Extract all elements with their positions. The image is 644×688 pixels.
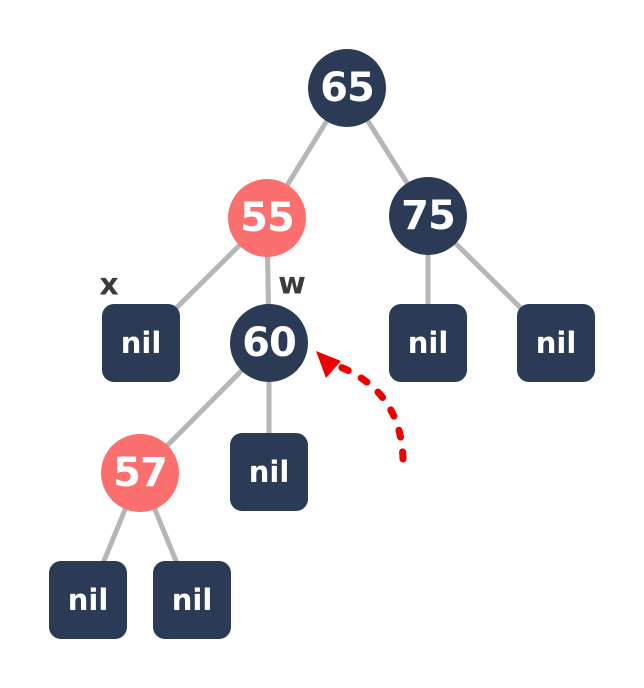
- nil-node-57-right[interactable]: nil: [153, 561, 231, 639]
- arrow-curve: [334, 362, 407, 463]
- tree-node-65[interactable]: 65: [308, 49, 386, 127]
- pointer-label-w: w: [278, 266, 306, 302]
- tree-node-60[interactable]: 60: [230, 304, 308, 382]
- nil-node-60-right[interactable]: nil: [230, 433, 308, 511]
- red-dashed-arrow: [316, 351, 407, 463]
- nil-node-under-55[interactable]: nil: [102, 304, 180, 382]
- nil-node-57-left[interactable]: nil: [49, 561, 127, 639]
- arrow-head: [316, 351, 341, 378]
- tree-node-57[interactable]: 57: [101, 434, 179, 512]
- nil-node-75-right[interactable]: nil: [517, 304, 595, 382]
- pointer-label-x: x: [99, 267, 119, 303]
- tree-node-55[interactable]: 55: [228, 179, 306, 257]
- tree-node-75[interactable]: 75: [389, 177, 467, 255]
- nil-node-75-left[interactable]: nil: [389, 304, 467, 382]
